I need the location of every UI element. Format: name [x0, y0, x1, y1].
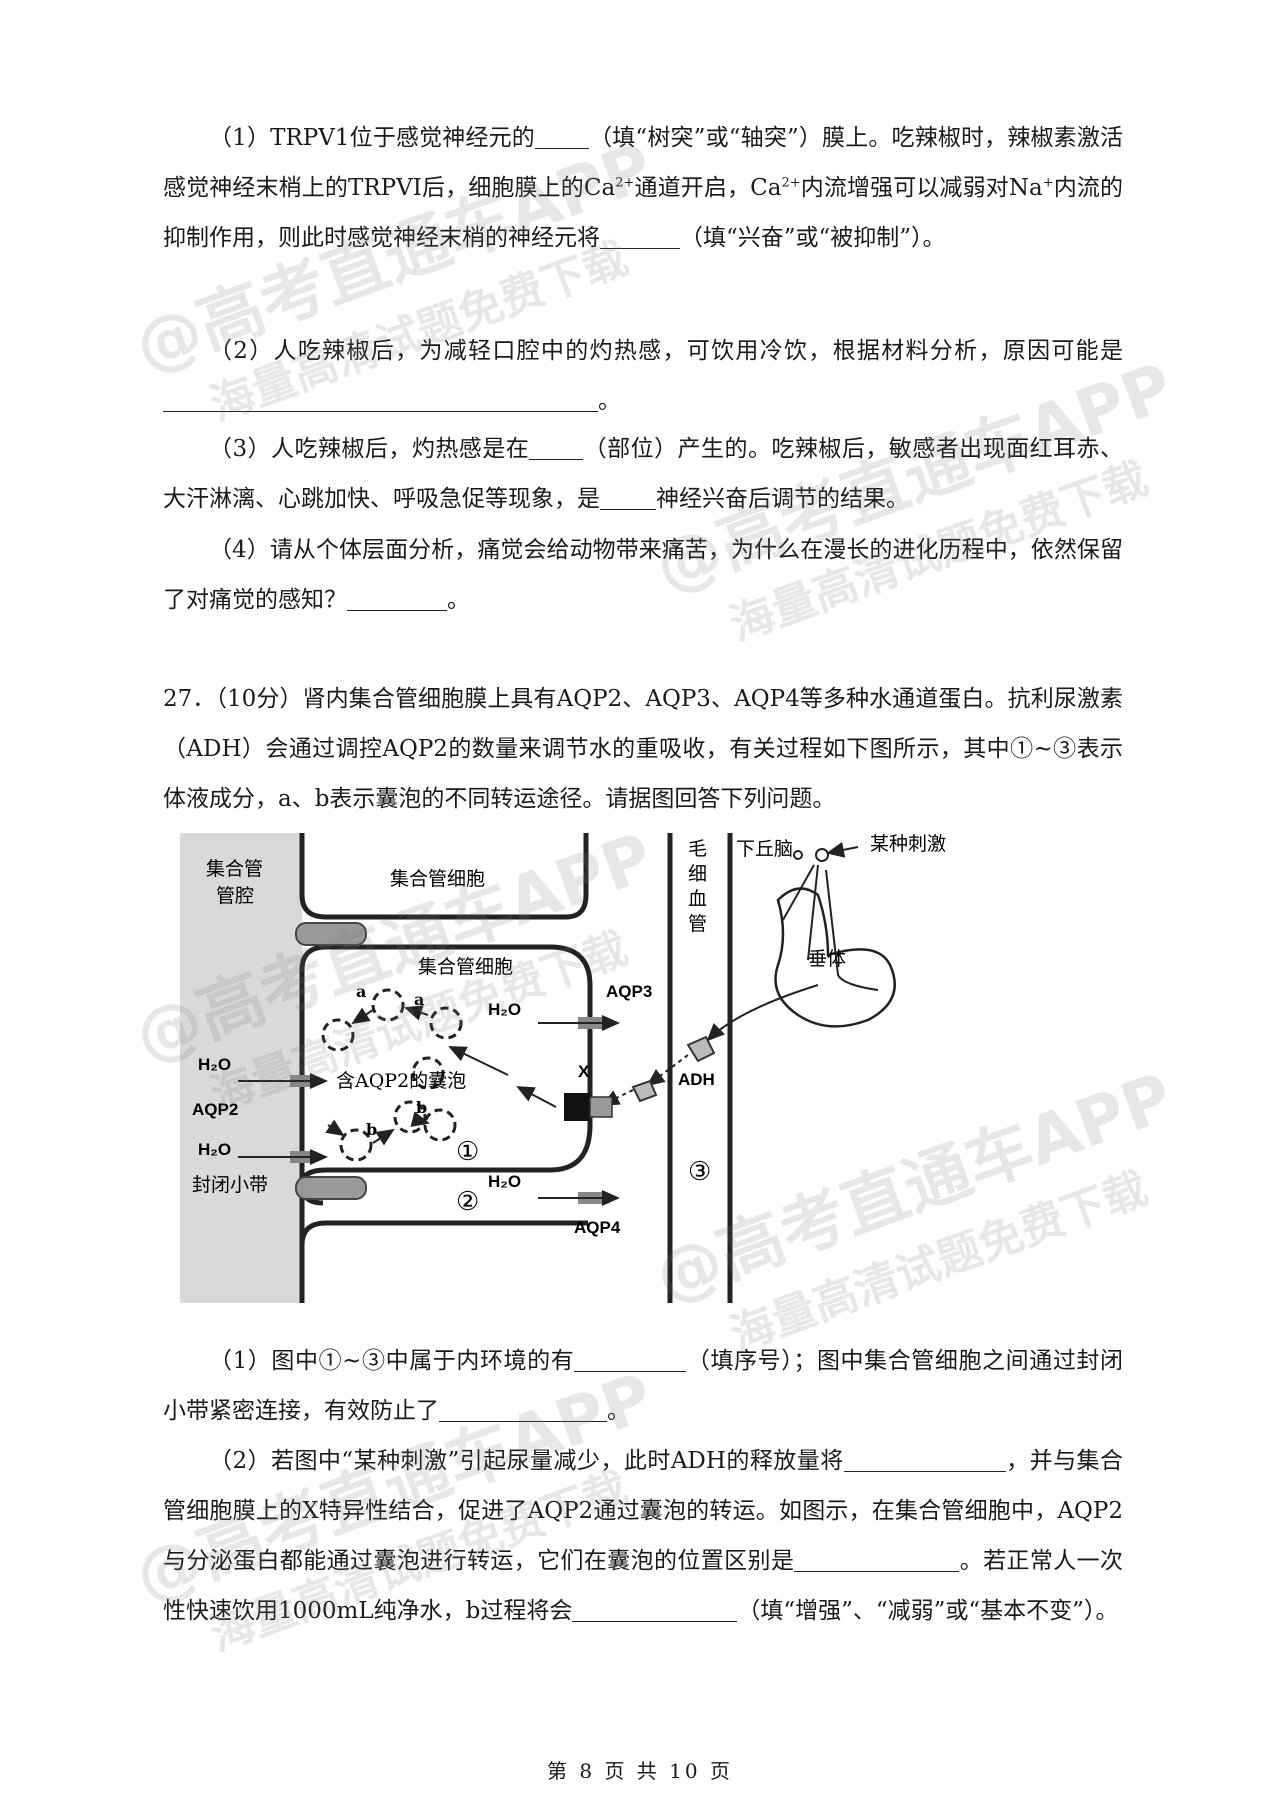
pituitary-label: 垂体 — [808, 948, 846, 970]
q26-p1-text-e: 内流的抑制作用，则此时感觉神经末梢的神经元将 — [163, 175, 1124, 251]
q26-p3-text-b: （部位）产生的。吃辣椒后，敏感者出现面红耳赤、大汗淋漓、心跳加快、呼吸急促等现象… — [163, 436, 1123, 512]
q26-part2: （2）人吃辣椒后，为减轻口腔中的灼热感，可饮用冷饮，根据材料分析，原因可能是。 — [163, 326, 1123, 426]
q27-part2: （2）若图中“某种刺激”引起尿量减少，此时ADH的释放量将，并与集合管细胞膜上的… — [163, 1436, 1123, 1636]
q27-p1-text-c: 。 — [607, 1398, 630, 1424]
vesicle — [411, 1056, 445, 1090]
q26-p3-text-c: 神经兴奋后调节的结果。 — [656, 486, 909, 512]
q26-part4: （4）请从个体层面分析，痛觉会给动物带来痛苦，为什么在漫长的进化历程中，依然保留… — [163, 525, 1123, 625]
q26-p2-text-b: 。 — [598, 388, 621, 414]
superscript: 2+ — [615, 175, 635, 191]
q27-p1-text-a: （1）图中①~③中属于内环境的有 — [209, 1348, 575, 1374]
middle-cell-membrane — [299, 944, 593, 1303]
capillary-label-4: 管 — [688, 913, 707, 935]
q27-p2-text-c: 。若正常人一次性快速饮用1000mL纯净水，b过程将会 — [163, 1548, 1124, 1624]
q26-part1: （1）TRPV1位于感觉神经元的（填“树突”或“轴突”）膜上。吃辣椒时，辣椒素激… — [163, 113, 1123, 263]
lumen-label-2: 管腔 — [216, 885, 254, 907]
superscript: 2+ — [781, 175, 801, 191]
answer-blank[interactable] — [600, 222, 680, 249]
top-cell-label: 集合管细胞 — [390, 868, 485, 890]
kidney-collecting-duct-figure: 集合管 管腔 集合管细胞 集合管细胞 毛 细 血 管 下丘脑 某种刺激 垂体 A… — [180, 833, 946, 1303]
vesicle — [429, 1006, 463, 1040]
capillary-label-3: 血 — [688, 888, 707, 910]
top-cell-membrane — [299, 833, 589, 920]
stimulus-label: 某种刺激 — [870, 833, 946, 855]
h2o-label: H₂O — [198, 1055, 231, 1074]
adh-label: ADH — [678, 1070, 715, 1089]
answer-blank[interactable] — [529, 433, 584, 460]
path-a-label: a — [356, 982, 366, 1001]
q27-p2-text-d: （填“增强”、“减弱”或“基本不变”）。 — [737, 1598, 1119, 1624]
q26-p1-text-c: 通道开启，Ca — [634, 175, 782, 201]
q26-p1-text-f: （填“兴奋”或“被抑制”）。 — [680, 225, 946, 251]
tight-junction-top — [295, 922, 367, 946]
aqp4-label: AQP4 — [574, 1218, 621, 1237]
bottom-cell-membrane — [299, 1220, 588, 1246]
q27-p1-text-b: （填序号）；图中集合管细胞之间通过封闭小带紧密连接，有效防止了 — [163, 1348, 1124, 1424]
q27-part1: （1）图中①~③中属于内环境的有（填序号）；图中集合管细胞之间通过封闭小带紧密连… — [163, 1336, 1123, 1436]
aqp3-label: AQP3 — [606, 982, 652, 1001]
q27-p2-text-a: （2）若图中“某种刺激”引起尿量减少，此时ADH的释放量将 — [209, 1448, 844, 1474]
answer-blank[interactable] — [843, 1445, 1006, 1472]
adh-molecule — [686, 1035, 716, 1063]
vesicle — [339, 1128, 373, 1162]
tight-junction-bottom — [295, 1176, 367, 1200]
answer-blank[interactable] — [794, 1545, 960, 1572]
q27-intro-text: 27．（10分）肾内集合管细胞膜上具有AQP2、AQP3、AQP4等多种水通道蛋… — [163, 686, 1123, 812]
answer-blank[interactable] — [572, 1595, 738, 1622]
q26-p4-text-b: 。 — [447, 587, 470, 613]
answer-blank[interactable] — [534, 122, 589, 149]
lumen-label-1: 集合管 — [206, 858, 263, 880]
q27-p2-text-b: ，并与集合管细胞膜上的X特异性结合，促进了AQP2通过囊泡的转运。如图示，在集合… — [163, 1448, 1124, 1574]
middle-cell-label: 集合管细胞 — [418, 956, 513, 978]
h2o-label: H₂O — [488, 1000, 521, 1019]
aqp2-label: AQP2 — [192, 1100, 238, 1119]
path-b-label: b — [366, 1120, 377, 1139]
lumen-region — [180, 833, 302, 1303]
answer-blank[interactable] — [347, 584, 447, 611]
adh-molecule — [631, 1079, 658, 1103]
vesicle — [321, 1018, 355, 1052]
answer-blank[interactable] — [600, 483, 656, 510]
receptor-x — [564, 1093, 590, 1121]
q26-part3: （3）人吃辣椒后，灼热感是在（部位）产生的。吃辣椒后，敏感者出现面红耳赤、大汗淋… — [163, 424, 1123, 524]
superscript: + — [1042, 175, 1054, 191]
vesicle — [371, 988, 405, 1022]
adh-release-arrow — [706, 984, 819, 1042]
fluid-2-label: ② — [456, 1187, 479, 1217]
fluid-3-label: ③ — [688, 1157, 711, 1187]
capillary-label-1: 毛 — [688, 838, 707, 860]
vesicle — [423, 1108, 457, 1142]
q26-p3-text-a: （3）人吃辣椒后，灼热感是在 — [209, 436, 530, 462]
path-b-label: b — [416, 1098, 427, 1117]
x-label: X — [578, 1062, 590, 1081]
neuron-cell-body — [815, 848, 829, 862]
h2o-label: H₂O — [488, 1172, 521, 1191]
capillary-label-2: 细 — [688, 863, 707, 885]
q26-p1-text-a: （1）TRPV1位于感觉神经元的 — [209, 125, 535, 151]
q27-intro: 27．（10分）肾内集合管细胞膜上具有AQP2、AQP3、AQP4等多种水通道蛋… — [163, 674, 1123, 824]
page-footer: 第 8 页 共 10 页 — [547, 1759, 733, 1783]
q26-p1-text-b: （填“树突”或“轴突”）膜上。吃辣椒时，辣椒素激活感觉神经末梢上的TRPVI后，… — [163, 125, 1123, 201]
vesicle-label: 含AQP2的囊泡 — [336, 1070, 466, 1092]
h2o-label: H₂O — [198, 1140, 231, 1159]
q26-p1-text-d: 内流增强可以减弱对Na — [800, 175, 1043, 201]
path-a-label: a — [414, 990, 424, 1009]
fluid-1-label: ① — [456, 1137, 479, 1167]
answer-blank[interactable] — [574, 1345, 687, 1372]
hypothalamus-label: 下丘脑 — [736, 838, 793, 860]
q26-p2-text-a: （2）人吃辣椒后，为减轻口腔中的灼热感，可饮用冷饮，根据材料分析，原因可能是 — [209, 338, 1123, 364]
q26-p4-text-a: （4）请从个体层面分析，痛觉会给动物带来痛苦，为什么在漫长的进化历程中，依然保留… — [163, 537, 1123, 613]
answer-blank[interactable] — [163, 385, 598, 412]
answer-blank[interactable] — [439, 1395, 607, 1422]
tight-junction-label: 封闭小带 — [192, 1174, 268, 1196]
